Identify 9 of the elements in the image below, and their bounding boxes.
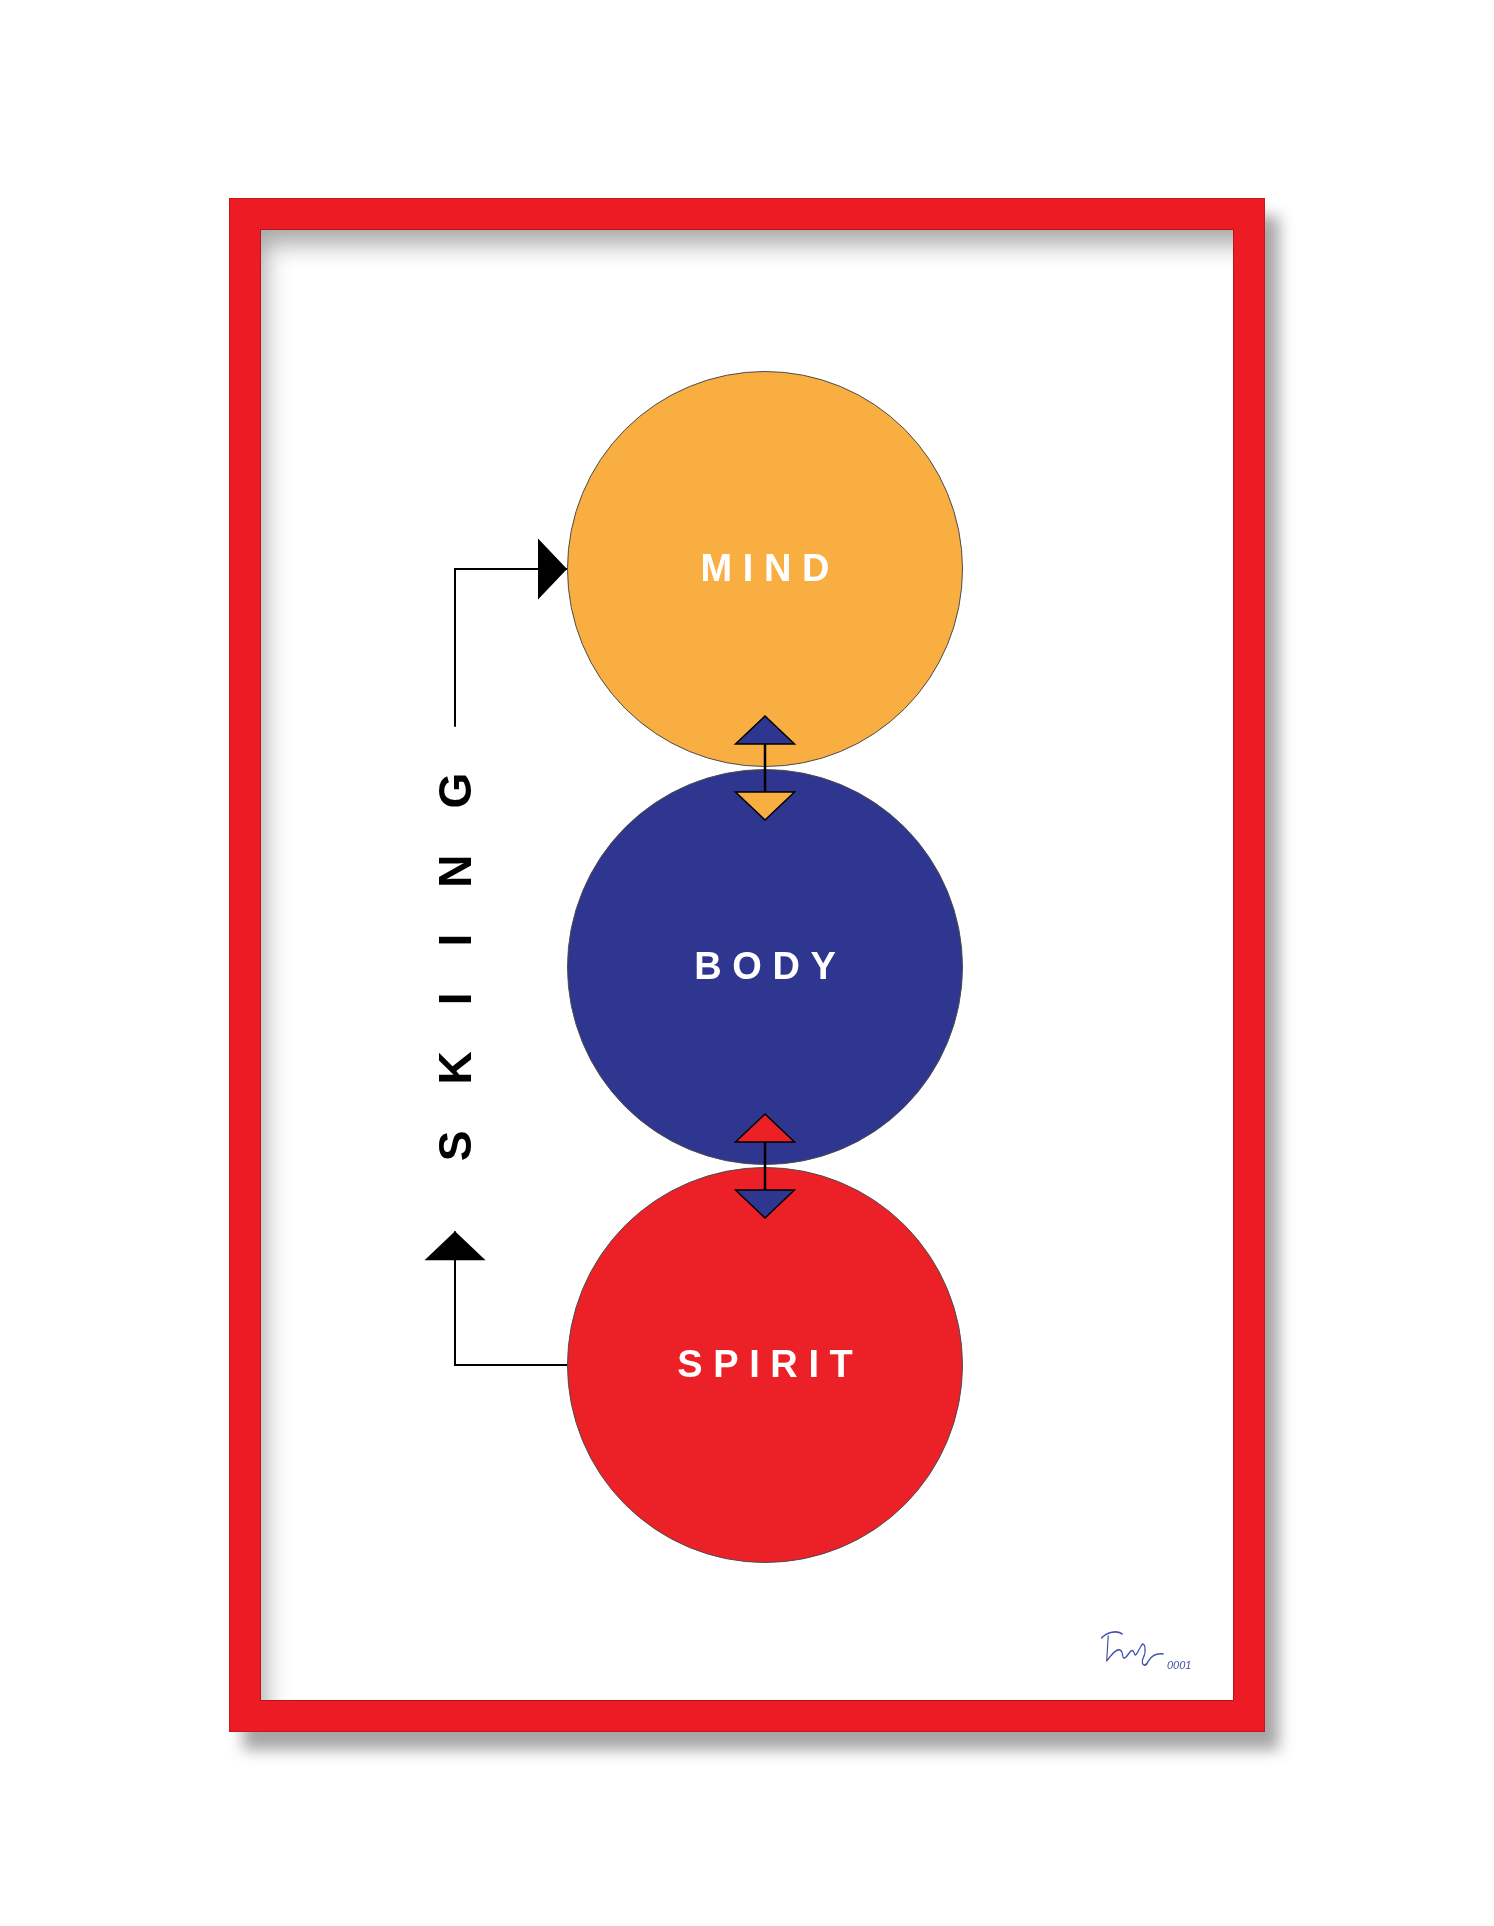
circle-label: BODY — [693, 946, 847, 988]
elbow-arrow — [454, 538, 568, 728]
edition-number: 0001 — [1167, 1660, 1192, 1671]
elbow-arrow — [424, 1230, 568, 1366]
circle-label: MIND — [699, 548, 841, 590]
double-arrow — [734, 715, 796, 821]
double-arrow — [734, 1113, 796, 1219]
vertical-label: SKIING — [429, 726, 481, 1162]
circle-label: SPIRIT — [676, 1344, 864, 1386]
